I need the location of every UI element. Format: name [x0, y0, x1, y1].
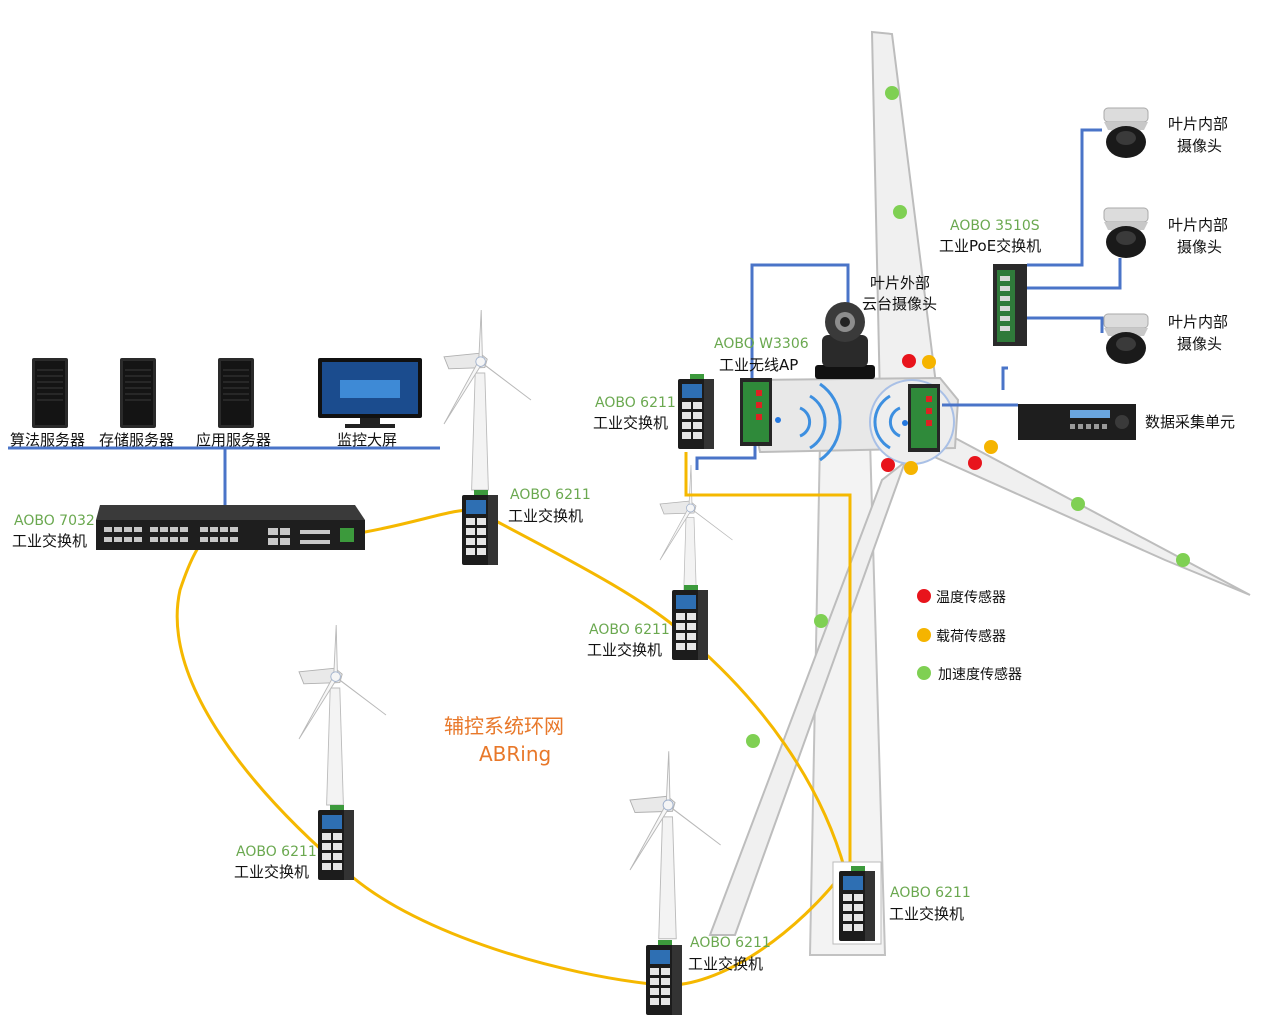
nacelle-switch-icon: [678, 374, 714, 449]
blade-camera-label-2: 摄像头: [1177, 238, 1222, 256]
turbine-icon: [443, 309, 532, 491]
accel-sensor-dot: [814, 614, 828, 628]
legend-load-dot: [917, 628, 931, 642]
ring-switch-desc: 工业交换机: [688, 955, 763, 973]
ring-switch-icon: [646, 940, 682, 1015]
accel-sensor-dot: [746, 734, 760, 748]
legend-accel-label: 加速度传感器: [938, 666, 1022, 683]
turbine-icon: [298, 624, 387, 806]
blade-camera-label-2: 摄像头: [1177, 137, 1222, 155]
ring-switch-model: AOBO 6211: [510, 487, 591, 503]
legend-temp-dot: [917, 589, 931, 603]
accel-sensor-dot: [1176, 553, 1190, 567]
ring-switch-model: AOBO 6211: [236, 844, 317, 860]
ring-switch-model: AOBO 6211: [890, 885, 971, 901]
legend: 温度传感器 载荷传感器 加速度传感器: [917, 589, 1022, 683]
ring-switch-icon: [318, 805, 354, 880]
blade-camera-label-1: 叶片内部: [1168, 313, 1228, 331]
blade-camera-label-1: 叶片内部: [1168, 216, 1228, 234]
poe-switch-model: AOBO 3510S: [950, 218, 1040, 234]
nacelle-switch-model: AOBO 6211: [595, 395, 676, 411]
daq-label: 数据采集单元: [1145, 413, 1235, 431]
ring-switch-desc: 工业交换机: [587, 641, 662, 659]
ring-switch-desc: 工业交换机: [889, 905, 964, 923]
monitor-label: 监控大屏: [337, 431, 397, 449]
ring-switch-model: AOBO 6211: [589, 622, 670, 638]
core-switch-icon: [96, 505, 365, 550]
server-icon: [217, 358, 255, 428]
dome-camera-icon: [1103, 107, 1149, 159]
server-label: 算法服务器: [10, 431, 85, 449]
wireless-ap-icon: [902, 384, 940, 452]
legend-temp-label: 温度传感器: [936, 589, 1006, 606]
dome-camera-icon: [1103, 207, 1149, 259]
load-sensor-dot: [984, 440, 998, 454]
ring-title-en: ABRing: [479, 742, 551, 766]
ring-switch-desc: 工业交换机: [508, 507, 583, 525]
ptz-camera-label-2: 云台摄像头: [862, 295, 937, 313]
ring-switch-icon: [839, 866, 875, 941]
temp-sensor-dot: [968, 456, 982, 470]
accel-sensor-dot: [1071, 497, 1085, 511]
ptz-camera-icon: [815, 302, 875, 379]
temp-sensor-dot: [881, 458, 895, 472]
ring-switch-desc: 工业交换机: [234, 863, 309, 881]
sensors: [746, 86, 1190, 748]
server-label: 存储服务器: [99, 431, 174, 449]
legend-load-label: 载荷传感器: [936, 628, 1006, 645]
core-switch-model: AOBO 7032: [14, 513, 95, 529]
accel-sensor-dot: [893, 205, 907, 219]
wireless-ap-icon: [740, 378, 781, 446]
nacelle-switch-desc: 工业交换机: [593, 414, 668, 432]
blade-camera-label-1: 叶片内部: [1168, 115, 1228, 133]
wireless-ap-desc: 工业无线AP: [719, 356, 798, 374]
blade-camera-label-2: 摄像头: [1177, 335, 1222, 353]
turbine-icon: [629, 750, 722, 940]
server-icon: [31, 358, 69, 428]
temp-sensor-dot: [902, 354, 916, 368]
accel-sensor-dot: [885, 86, 899, 100]
poe-switch-icon: [993, 264, 1027, 346]
daq-unit-icon: [1018, 404, 1136, 440]
core-switch-desc: 工业交换机: [12, 532, 87, 550]
ring-title-cn: 辅控系统环网: [444, 714, 564, 738]
ring-switch-icon: [462, 490, 498, 565]
server-label: 应用服务器: [196, 431, 271, 449]
server-icon: [119, 358, 157, 428]
wireless-ap-model: AOBO W3306: [714, 336, 809, 352]
ptz-camera-label-1: 叶片外部: [870, 274, 930, 292]
poe-switch-desc: 工业PoE交换机: [939, 237, 1041, 255]
load-sensor-dot: [922, 355, 936, 369]
dome-camera-icon: [1103, 313, 1149, 365]
ring-switch-model: AOBO 6211: [690, 935, 771, 951]
load-sensor-dot: [904, 461, 918, 475]
legend-accel-dot: [917, 666, 931, 680]
monitor-icon: [318, 358, 422, 428]
ring-switch-icon: [672, 585, 708, 660]
